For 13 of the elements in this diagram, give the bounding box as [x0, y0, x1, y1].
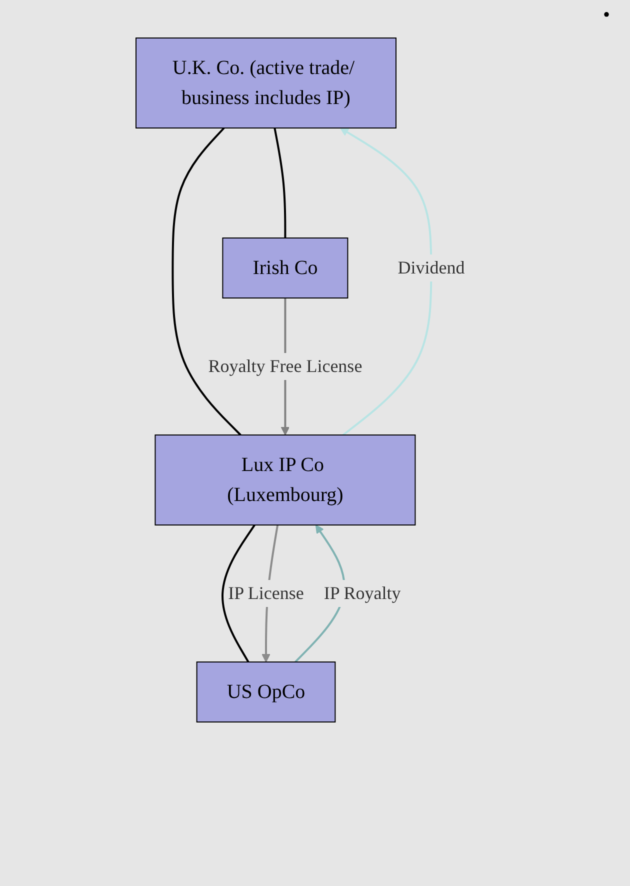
- node-box: US OpCo: [196, 661, 336, 722]
- arrow: [340, 128, 432, 436]
- node-box: Lux IP Co (Luxembourg): [154, 434, 416, 526]
- connector: [273, 128, 286, 238]
- connector: [221, 524, 256, 662]
- edge-label: Dividend: [397, 257, 464, 278]
- edge-label: IP License: [228, 582, 304, 603]
- node-box: U.K. Co. (active trade/ business includes IP): [135, 38, 396, 128]
- edge-label: IP Royalty: [324, 582, 400, 603]
- edge-label: Royalty Free License: [208, 356, 362, 376]
- node-box: Irish Co: [222, 238, 348, 298]
- bullet-mark: •: [602, 4, 610, 26]
- connector: [171, 127, 241, 436]
